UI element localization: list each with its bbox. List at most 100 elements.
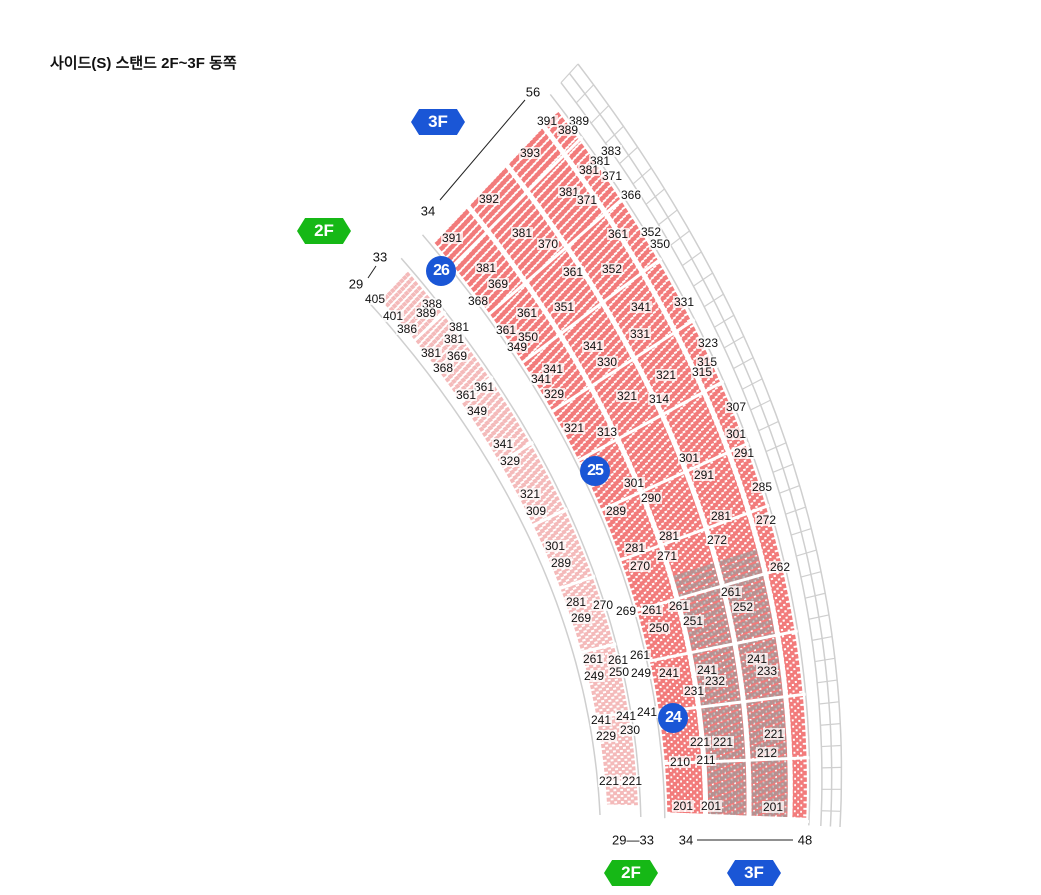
section-label[interactable]: 261 (581, 652, 605, 666)
section-label[interactable]: 341 (581, 339, 605, 353)
section-label[interactable]: 301 (622, 476, 646, 490)
section-label[interactable]: 381 (447, 320, 471, 334)
section-label[interactable]: 261 (606, 653, 630, 667)
section-label[interactable]: 321 (654, 368, 678, 382)
gate-marker-24[interactable]: 24 (658, 703, 688, 733)
gate-marker-25[interactable]: 25 (580, 456, 610, 486)
section-label[interactable]: 321 (518, 487, 542, 501)
section-label[interactable]: 381 (442, 332, 466, 346)
section-label[interactable]: 331 (672, 295, 696, 309)
section-label[interactable]: 381 (419, 346, 443, 360)
section-label[interactable]: 241 (635, 705, 659, 719)
section-label[interactable]: 352 (639, 225, 663, 239)
section-label[interactable]: 285 (750, 480, 774, 494)
section-label[interactable]: 368 (431, 361, 455, 375)
section-label[interactable]: 371 (575, 193, 599, 207)
section-label[interactable]: 381 (474, 261, 498, 275)
section-label[interactable]: 290 (639, 491, 663, 505)
section-label[interactable]: 289 (549, 556, 573, 570)
section-label[interactable]: 261 (640, 603, 664, 617)
section-label[interactable]: 329 (498, 454, 522, 468)
section-label[interactable]: 368 (466, 294, 490, 308)
section-label[interactable]: 405 (363, 292, 387, 306)
gate-marker-26[interactable]: 26 (426, 256, 456, 286)
section-label[interactable]: 291 (732, 446, 756, 460)
section-label[interactable]: 221 (688, 735, 712, 749)
section-label[interactable]: 232 (703, 674, 727, 688)
section-label[interactable]: 309 (524, 504, 548, 518)
section-label[interactable]: 361 (472, 380, 496, 394)
section-label[interactable]: 352 (600, 262, 624, 276)
section-label[interactable]: 291 (692, 468, 716, 482)
section-label[interactable]: 301 (677, 451, 701, 465)
section-label[interactable]: 366 (619, 188, 643, 202)
section-label[interactable]: 307 (724, 400, 748, 414)
section-label[interactable]: 201 (699, 799, 723, 813)
section-label[interactable]: 261 (667, 599, 691, 613)
section-label[interactable]: 269 (569, 611, 593, 625)
section-label[interactable]: 369 (486, 277, 510, 291)
section-label[interactable]: 349 (465, 404, 489, 418)
section-label[interactable]: 250 (607, 665, 631, 679)
section-label[interactable]: 261 (719, 585, 743, 599)
section-label[interactable]: 351 (552, 300, 576, 314)
section-label[interactable]: 272 (754, 513, 778, 527)
section-label[interactable]: 281 (657, 529, 681, 543)
section-label[interactable]: 330 (595, 355, 619, 369)
section-label[interactable]: 341 (629, 300, 653, 314)
section-label[interactable]: 270 (591, 598, 615, 612)
section-label[interactable]: 401 (381, 309, 405, 323)
section-label[interactable]: 231 (682, 684, 706, 698)
section-label[interactable]: 323 (696, 336, 720, 350)
section-label[interactable]: 261 (628, 648, 652, 662)
section-label[interactable]: 361 (454, 388, 478, 402)
section-label[interactable]: 281 (564, 595, 588, 609)
section-label[interactable]: 301 (724, 427, 748, 441)
section-label[interactable]: 230 (618, 723, 642, 737)
section-label[interactable]: 211 (695, 753, 717, 767)
section-label[interactable]: 241 (589, 713, 613, 727)
section-label[interactable]: 314 (647, 392, 671, 406)
section-label[interactable]: 313 (595, 425, 619, 439)
section-label[interactable]: 341 (491, 437, 515, 451)
section-label[interactable]: 361 (494, 323, 518, 337)
section-label[interactable]: 229 (594, 729, 618, 743)
section-label[interactable]: 270 (628, 559, 652, 573)
section-label[interactable]: 381 (577, 163, 601, 177)
section-label[interactable]: 221 (762, 727, 786, 741)
section-label[interactable]: 301 (543, 539, 567, 553)
section-label[interactable]: 241 (695, 663, 719, 677)
section-label[interactable]: 315 (695, 355, 719, 369)
section-label[interactable]: 221 (620, 774, 644, 788)
section-label[interactable]: 241 (745, 652, 769, 666)
section-label[interactable]: 212 (755, 746, 779, 760)
section-label[interactable]: 271 (655, 549, 679, 563)
section-label[interactable]: 250 (647, 621, 671, 635)
section-label[interactable]: 381 (557, 185, 581, 199)
section-label[interactable]: 391 (440, 231, 464, 245)
section-label[interactable]: 350 (516, 330, 540, 344)
section-label[interactable]: 321 (562, 421, 586, 435)
section-label[interactable]: 331 (628, 327, 652, 341)
section-label[interactable]: 371 (600, 169, 624, 183)
section-label[interactable]: 391 (535, 114, 559, 128)
section-label[interactable]: 201 (761, 800, 785, 814)
section-label[interactable]: 361 (561, 265, 585, 279)
section-label[interactable]: 349 (505, 340, 529, 354)
section-label[interactable]: 241 (657, 666, 681, 680)
section-label[interactable]: 393 (518, 146, 542, 160)
section-label[interactable]: 241 (614, 709, 638, 723)
section-label[interactable]: 221 (597, 774, 621, 788)
section-label[interactable]: 281 (709, 509, 733, 523)
section-label[interactable]: 249 (629, 666, 653, 680)
section-label[interactable]: 341 (529, 372, 553, 386)
section-label[interactable]: 321 (615, 389, 639, 403)
section-label[interactable]: 389 (414, 306, 438, 320)
section-label[interactable]: 361 (606, 227, 630, 241)
section-label[interactable]: 389 (556, 123, 580, 137)
section-label[interactable]: 383 (599, 144, 623, 158)
section-label[interactable]: 350 (648, 237, 672, 251)
section-label[interactable]: 289 (604, 504, 628, 518)
section-label[interactable]: 329 (542, 387, 566, 401)
section-label[interactable]: 269 (614, 604, 638, 618)
